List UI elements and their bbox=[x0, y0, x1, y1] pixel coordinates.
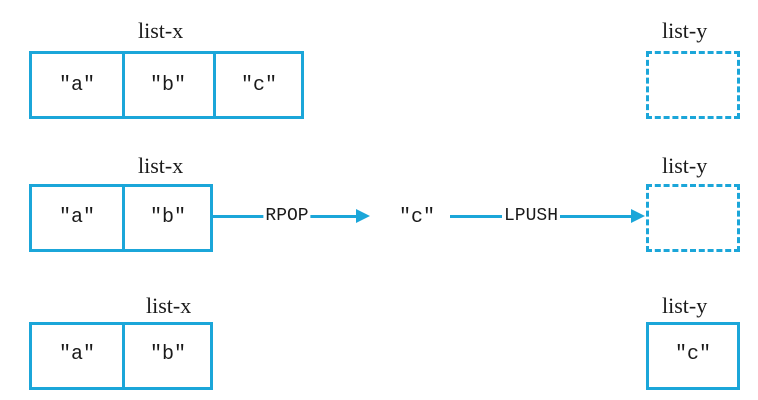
row3-list-y-box bbox=[646, 322, 740, 390]
row2-list-y-label: list-y bbox=[662, 153, 708, 178]
row2-list-x-cell-divider bbox=[122, 187, 125, 249]
row1-list-x-value-a: "a" bbox=[58, 74, 96, 97]
moved-value-c: "c" bbox=[398, 206, 436, 229]
row2-list-x-value-b: "b" bbox=[149, 206, 187, 229]
row2-list-x-value-a: "a" bbox=[58, 206, 96, 229]
row1-list-x-cell-divider bbox=[122, 54, 125, 116]
row3-list-y-label: list-y bbox=[662, 293, 708, 318]
rpop-label: RPOP bbox=[263, 206, 311, 226]
row3-list-y-value-c: "c" bbox=[674, 343, 712, 366]
row2-list-x-label: list-x bbox=[138, 153, 184, 178]
row3-list-x-label: list-x bbox=[146, 293, 192, 318]
row1-list-x-value-b: "b" bbox=[149, 74, 187, 97]
lpush-label: LPUSH bbox=[501, 206, 561, 226]
row1-list-y-box-empty bbox=[646, 51, 740, 119]
row3-list-x-value-b: "b" bbox=[149, 343, 187, 366]
rpop-arrowhead bbox=[356, 209, 370, 223]
row2-list-x-box bbox=[29, 184, 213, 252]
row1-list-x-box bbox=[29, 51, 304, 119]
row1-list-y-label: list-y bbox=[662, 18, 708, 43]
row1-list-x-value-c: "c" bbox=[240, 74, 278, 97]
row1-list-x-cell-divider bbox=[213, 54, 216, 116]
row3-list-x-value-a: "a" bbox=[58, 343, 96, 366]
row3-list-x-cell-divider bbox=[122, 325, 125, 387]
row1-list-x-label: list-x bbox=[138, 18, 184, 43]
row3-list-x-box bbox=[29, 322, 213, 390]
row2-list-y-box-empty bbox=[646, 184, 740, 252]
lpush-arrowhead bbox=[631, 209, 645, 223]
